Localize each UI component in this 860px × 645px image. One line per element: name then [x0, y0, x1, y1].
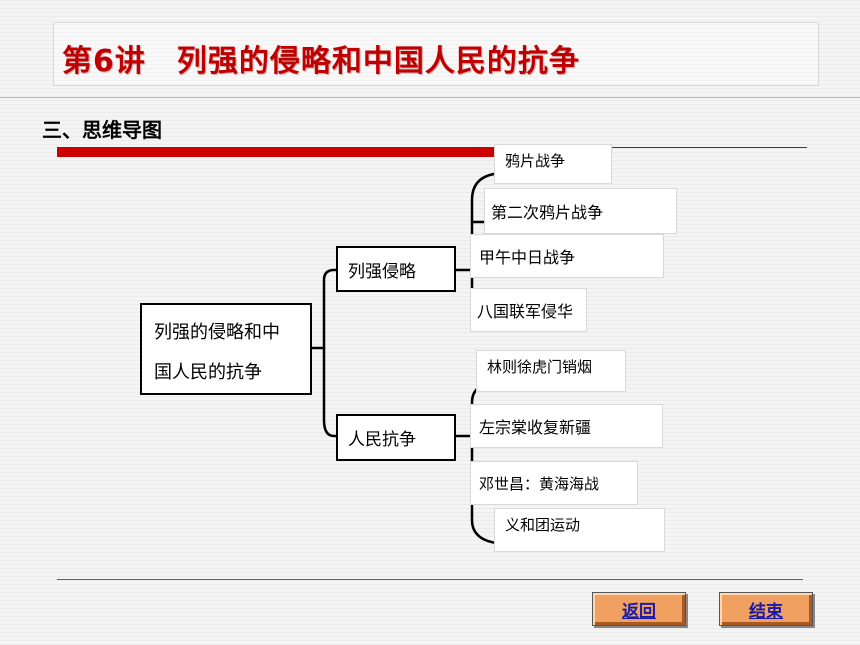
leaf-eight-nation-alliance: 八国联军侵华 — [470, 288, 587, 332]
red-accent-bar — [57, 147, 497, 157]
title-frame — [53, 22, 819, 86]
mindmap-root: 列强的侵略和中 国人民的抗争 — [140, 303, 312, 395]
page-title: 第6讲 列强的侵略和中国人民的抗争 — [62, 44, 580, 79]
section-heading: 三、思维导图 — [42, 118, 162, 142]
red-accent-line — [497, 147, 807, 148]
branch-aggression: 列强侵略 — [336, 246, 456, 292]
back-button[interactable]: 返回 — [592, 592, 686, 626]
branch-resistance: 人民抗争 — [336, 414, 456, 461]
leaf-boxer-movement: 义和团运动 — [494, 508, 665, 552]
end-button[interactable]: 结束 — [719, 592, 813, 626]
leaf-second-opium-war: 第二次鸦片战争 — [484, 188, 677, 234]
mindmap-root-line2: 国人民的抗争 — [154, 362, 262, 383]
connector-root-upper — [322, 268, 339, 438]
mindmap-root-line1: 列强的侵略和中 — [154, 322, 280, 343]
leaf-opium-war: 鸦片战争 — [494, 144, 612, 184]
footer-divider — [57, 579, 803, 580]
leaf-deng-shichang: 邓世昌：黄海海战 — [470, 461, 638, 505]
leaf-zuo-zongtang: 左宗棠收复新疆 — [470, 404, 663, 448]
header-divider — [0, 97, 860, 98]
leaf-sino-japanese-war: 甲午中日战争 — [470, 234, 664, 278]
leaf-lin-zexu: 林则徐虎门销烟 — [476, 350, 626, 392]
